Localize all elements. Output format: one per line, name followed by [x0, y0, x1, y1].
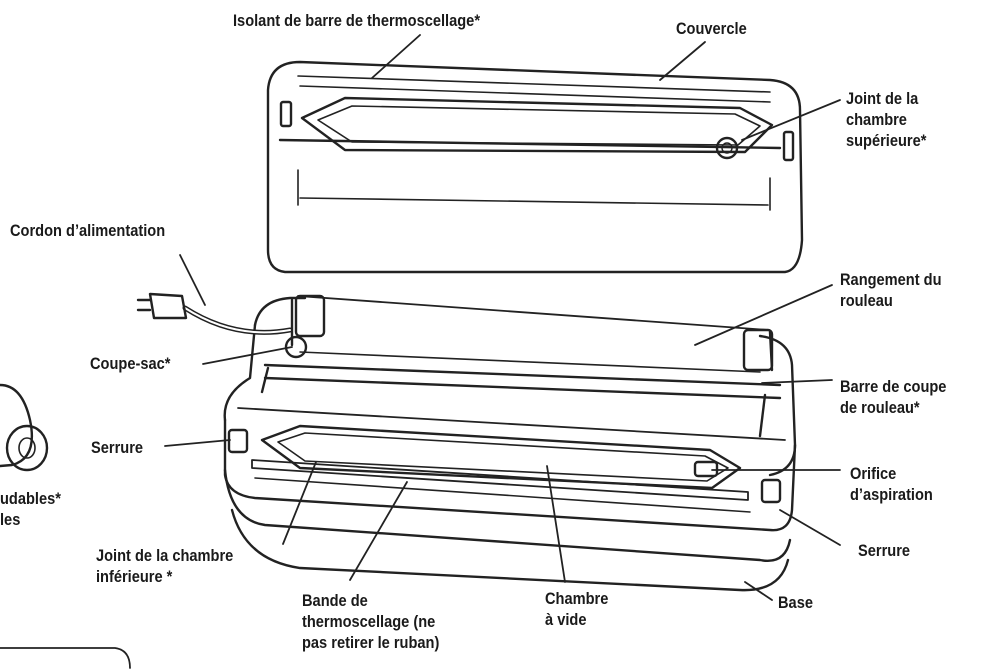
- label-upper-chamber-gasket-line1: Joint de la: [846, 89, 919, 108]
- label-heat-seal-strip-line3: pas retirer le ruban): [302, 633, 440, 652]
- label-roll-cutter-bar-line1: Barre de coupe: [840, 377, 947, 396]
- power-cord-illustration: [136, 292, 293, 335]
- label-suction-port-line1: Orifice: [850, 464, 897, 483]
- label-roll-storage: Rangement du rouleau: [840, 269, 942, 311]
- label-roll-cutter-bar-line2: de rouleau*: [840, 398, 920, 417]
- leader-lines: [164, 34, 841, 601]
- label-latch-right: Serrure: [858, 541, 911, 560]
- label-vacuum-chamber-line2: à vide: [545, 610, 587, 629]
- label-upper-chamber-gasket-line3: supérieure*: [846, 131, 927, 150]
- label-bags-partial-line2: les: [0, 510, 21, 529]
- label-base: Base: [778, 593, 813, 612]
- label-heat-bar-insulator: Isolant de barre de thermoscellage*: [233, 11, 481, 30]
- label-heat-seal-strip: Bande de thermoscellage (ne pas retirer …: [302, 590, 439, 653]
- label-suction-port-line2: d’aspiration: [850, 485, 933, 504]
- label-roll-storage-line1: Rangement du: [840, 270, 942, 289]
- label-heat-seal-strip-line1: Bande de: [302, 591, 368, 610]
- label-power-cord: Cordon d’alimentation: [10, 221, 166, 240]
- label-lower-chamber-gasket: Joint de la chambre inférieure *: [96, 545, 233, 587]
- label-lid: Couvercle: [676, 19, 747, 38]
- base-illustration: [223, 294, 797, 592]
- label-bag-cutter: Coupe-sac*: [90, 354, 171, 373]
- label-upper-chamber-gasket-line2: chambre: [846, 110, 907, 129]
- bag-rolls-illustration: [0, 383, 131, 669]
- label-roll-cutter-bar: Barre de coupe de rouleau*: [840, 376, 946, 418]
- label-bags-partial-line1: udables*: [0, 489, 61, 508]
- label-bags-partial: udables* les: [0, 488, 61, 530]
- label-heat-seal-strip-line2: thermoscellage (ne: [302, 612, 436, 631]
- label-lower-chamber-gasket-line2: inférieure *: [96, 567, 173, 586]
- lid-illustration: [266, 60, 804, 274]
- label-latch-left: Serrure: [91, 438, 144, 457]
- label-vacuum-chamber: Chambre à vide: [545, 588, 608, 630]
- label-suction-port: Orifice d’aspiration: [850, 463, 933, 505]
- label-upper-chamber-gasket: Joint de la chambre supérieure*: [846, 88, 926, 151]
- label-roll-storage-line2: rouleau: [840, 291, 893, 310]
- label-lower-chamber-gasket-line1: Joint de la chambre: [96, 546, 234, 565]
- label-vacuum-chamber-line1: Chambre: [545, 589, 609, 608]
